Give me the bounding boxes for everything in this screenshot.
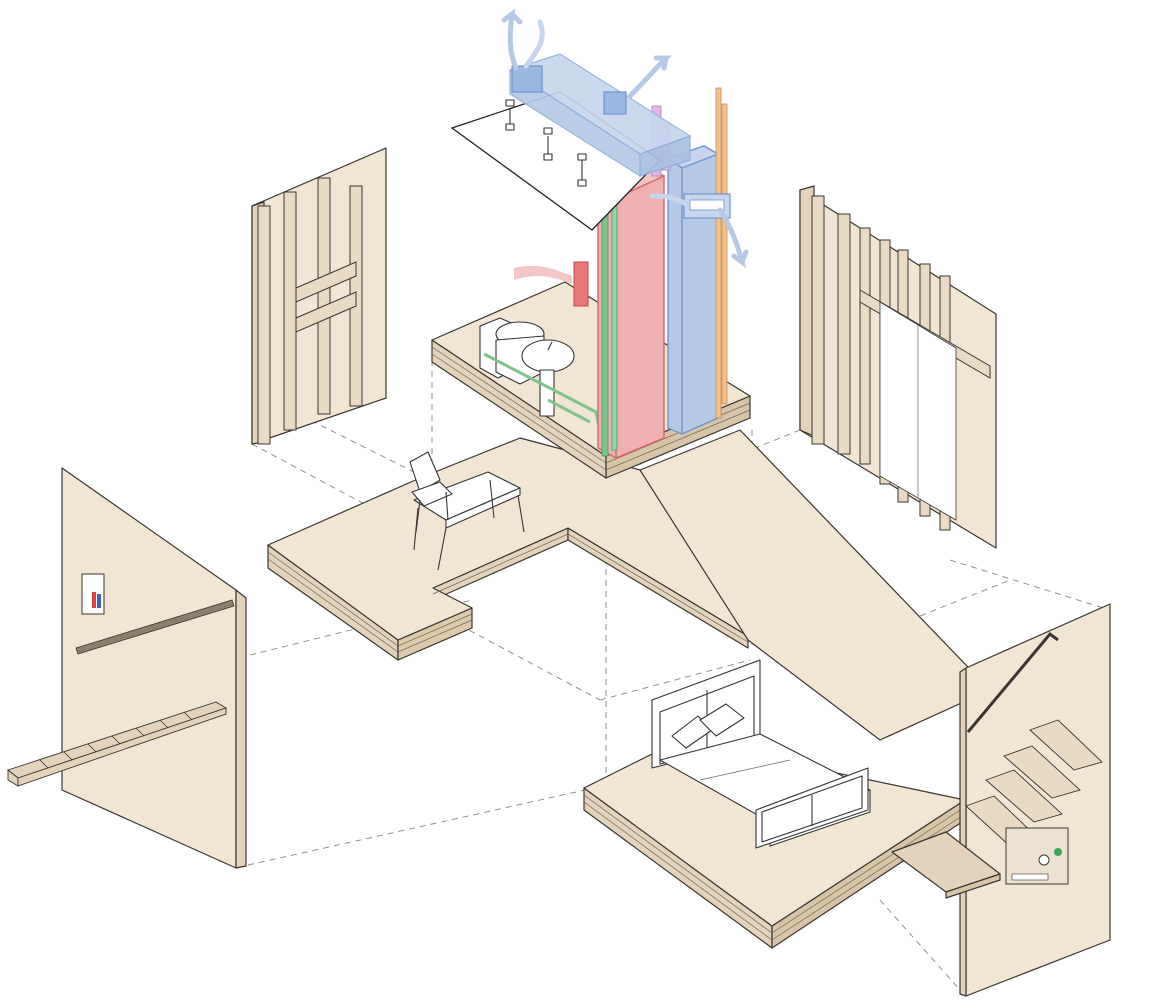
bathroom-fixtures [479, 317, 602, 433]
airflow-arrow-icon [627, 55, 673, 99]
bed [651, 659, 871, 849]
airflow-arrow-icon [717, 207, 749, 269]
ventilation-duct-network [501, 8, 749, 269]
right-wall-with-stair [891, 603, 1111, 997]
airflow-arrow-icon [523, 19, 545, 69]
desk-and-chair [409, 451, 525, 571]
stair-icon [965, 719, 1103, 849]
pendant-light [577, 153, 587, 187]
airflow-arrow-icon [501, 8, 523, 71]
floor-corridor-arm [639, 429, 991, 741]
stair-icon [7, 701, 228, 787]
timber-frame-wall-left [251, 147, 387, 445]
airflow-arrow-icon [649, 193, 689, 207]
timber-frame-wall-right [799, 185, 997, 549]
pendant-light [505, 99, 515, 131]
left-wall-with-stair [7, 467, 247, 869]
pendant-light [543, 127, 553, 161]
